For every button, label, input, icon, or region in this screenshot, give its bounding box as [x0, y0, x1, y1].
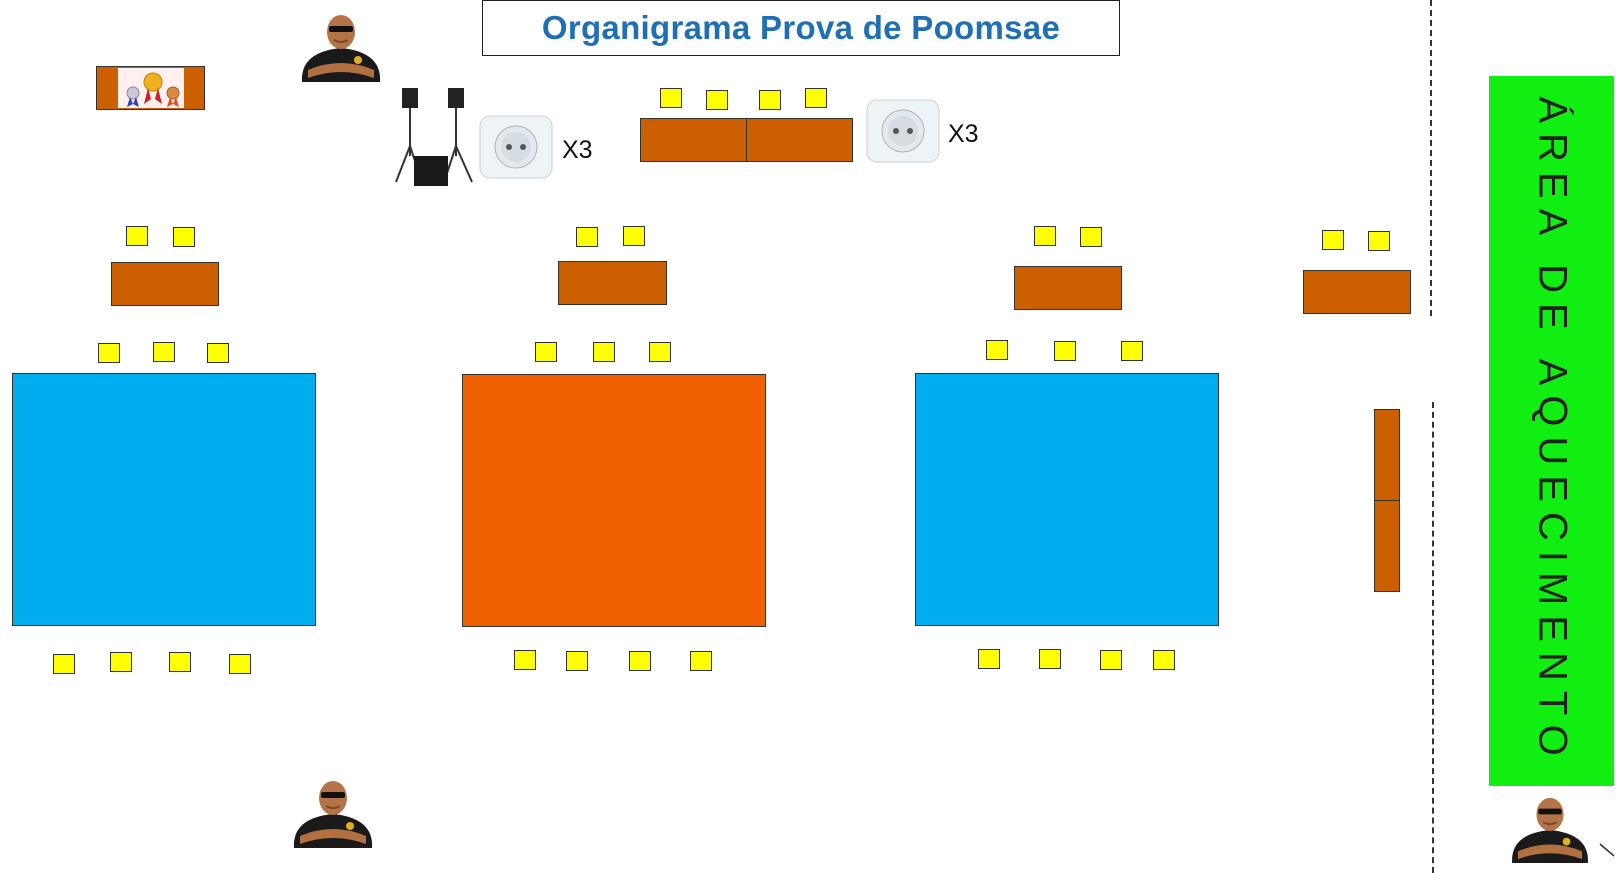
seat [514, 650, 536, 670]
judges-table [111, 262, 219, 306]
judges-table [1014, 266, 1122, 310]
medals-podium-icon [96, 66, 205, 110]
power-outlet-icon [479, 115, 553, 179]
seat [623, 226, 645, 246]
seat [978, 649, 1000, 669]
seat [759, 90, 781, 110]
corner-mark [1598, 842, 1616, 860]
competition-mat-3 [915, 373, 1219, 626]
seat [126, 226, 148, 246]
seat [805, 88, 827, 108]
seat [53, 654, 75, 674]
seat [660, 88, 682, 108]
seat [98, 343, 120, 363]
outlet-multiplier: X3 [562, 136, 593, 164]
judges-table [558, 261, 667, 305]
check-in-table [1303, 270, 1411, 314]
seat [690, 651, 712, 671]
seat [986, 340, 1008, 360]
guard-icon [296, 12, 386, 82]
seat [173, 227, 195, 247]
seat [535, 342, 557, 362]
power-outlet-icon [866, 99, 940, 163]
title-box: Organigrama Prova de Poomsae [482, 0, 1120, 56]
seat [229, 654, 251, 674]
guard-icon [288, 778, 378, 848]
seat [566, 651, 588, 671]
seat [207, 343, 229, 363]
seat [169, 652, 191, 672]
seat [1054, 341, 1076, 361]
competition-mat-1 [12, 373, 316, 626]
seat [593, 342, 615, 362]
seat [649, 342, 671, 362]
seat [153, 342, 175, 362]
seat [1121, 341, 1143, 361]
side-table [1374, 409, 1400, 501]
officials-table [640, 118, 747, 162]
seat [1080, 227, 1102, 247]
side-table [1374, 500, 1400, 592]
seat [1100, 650, 1122, 670]
seat [706, 90, 728, 110]
outlet-multiplier: X3 [948, 120, 979, 148]
area-divider [1432, 402, 1434, 873]
seat [1039, 649, 1061, 669]
guard-icon [1506, 795, 1594, 863]
warmup-area: ÁREA DE AQUECIMENTO [1489, 76, 1614, 786]
page-title: Organigrama Prova de Poomsae [541, 9, 1061, 46]
seat [110, 652, 132, 672]
seat [1153, 650, 1175, 670]
seat [1034, 226, 1056, 246]
officials-table [746, 118, 853, 162]
speaker-system-icon [392, 86, 478, 188]
seat [629, 651, 651, 671]
seat [1322, 230, 1344, 250]
seat [1368, 231, 1390, 251]
area-divider [1430, 0, 1432, 316]
competition-mat-2 [462, 374, 766, 627]
seat [576, 227, 598, 247]
warmup-area-label: ÁREA DE AQUECIMENTO [1530, 96, 1574, 766]
